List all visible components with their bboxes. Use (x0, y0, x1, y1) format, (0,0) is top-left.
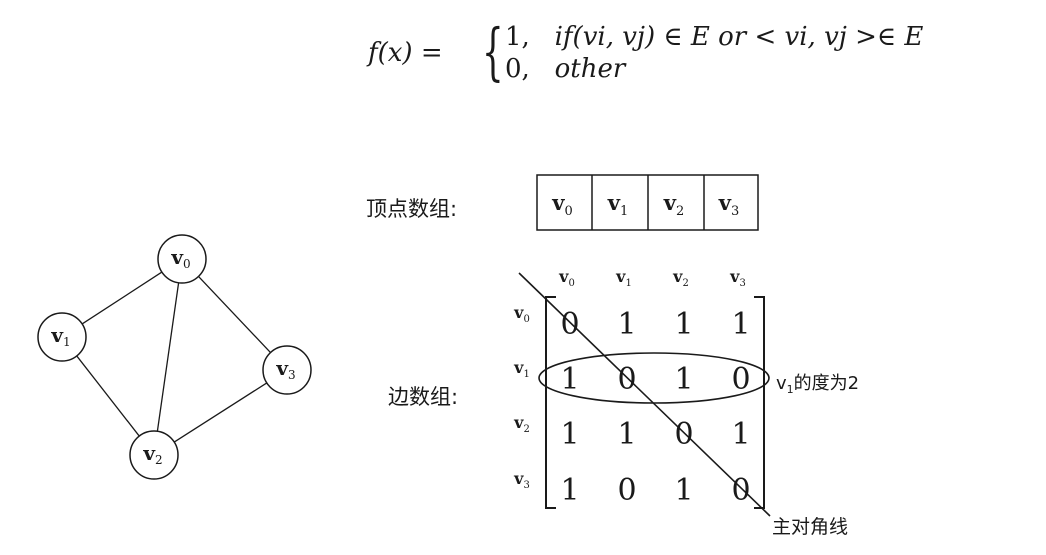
formula-case-1-condition: if(vi, vj) ∈ E or < vi, vj >∈ E (554, 22, 924, 52)
matrix-cell: 1 (674, 473, 693, 508)
graph-edge-v0-v2 (156, 282, 180, 432)
formula-case-2-value: 0, (505, 54, 530, 84)
matrix-column-header: v3 (729, 267, 746, 289)
matrix-cell: 0 (617, 473, 636, 508)
vertex-array-cell: v0 (551, 190, 572, 219)
formula-case-1-value: 1, (505, 22, 530, 52)
formula-case-1: 1, if(vi, vj) ∈ E or < vi, vj >∈ E (505, 22, 923, 52)
matrix-cell: 1 (674, 307, 693, 342)
matrix-row-header: v1 (513, 358, 530, 380)
vertex-array-label: 顶点数组: (366, 197, 457, 221)
graph-node-label-v2: v2 (142, 441, 162, 467)
edge-array-label: 边数组: (388, 385, 458, 409)
matrix-cell: 1 (617, 417, 636, 452)
matrix-column-header: v0 (558, 267, 575, 289)
formula-case-2: 0, other (505, 54, 625, 84)
main-diagonal-line (518, 272, 771, 517)
graph-node-v2 (129, 430, 179, 480)
graph-edge-v0-v1 (81, 271, 163, 325)
graph-node-v0 (157, 234, 207, 284)
matrix-cell: 0 (731, 362, 750, 397)
matrix-cell: 0 (731, 473, 750, 508)
graph-node-label-v3: v3 (275, 356, 295, 382)
vertex-array-cell: v1 (607, 190, 628, 219)
matrix-cell: 0 (617, 362, 636, 397)
matrix-cell: 0 (674, 417, 693, 452)
graph-edge-v0-v3 (198, 275, 271, 354)
matrix-cell: 1 (731, 307, 750, 342)
graph-node-label-v1: v1 (50, 323, 70, 349)
matrix-cell: 1 (560, 362, 579, 397)
matrix-right-bracket (754, 296, 765, 509)
matrix-row-header: v3 (513, 469, 530, 491)
graph-node-label-v0: v0 (170, 245, 190, 271)
matrix-cell: 1 (674, 362, 693, 397)
formula-lhs: f(x) = (368, 38, 443, 68)
formula-case-2-condition: other (554, 54, 626, 84)
matrix-cell: 1 (617, 307, 636, 342)
graph-node-v3 (262, 345, 312, 395)
matrix-cell: 1 (560, 417, 579, 452)
matrix-row-header: v0 (513, 303, 530, 325)
formula-brace: { (482, 15, 504, 88)
matrix-column-header: v2 (672, 267, 689, 289)
matrix-cell: 0 (560, 307, 579, 342)
vertex-array-cell: v3 (718, 190, 739, 219)
graph-edge-v1-v2 (76, 355, 140, 437)
main-diagonal-label: 主对角线 (772, 516, 848, 538)
matrix-row-header: v2 (513, 413, 530, 435)
graph-edge-v2-v3 (173, 382, 268, 443)
degree-annotation: v1的度为2 (776, 373, 859, 396)
matrix-cell: 1 (560, 473, 579, 508)
matrix-column-header: v1 (615, 267, 632, 289)
matrix-left-bracket (545, 296, 556, 509)
vertex-array-cell: v2 (663, 190, 684, 219)
graph-node-v1 (37, 312, 87, 362)
matrix-cell: 1 (731, 417, 750, 452)
